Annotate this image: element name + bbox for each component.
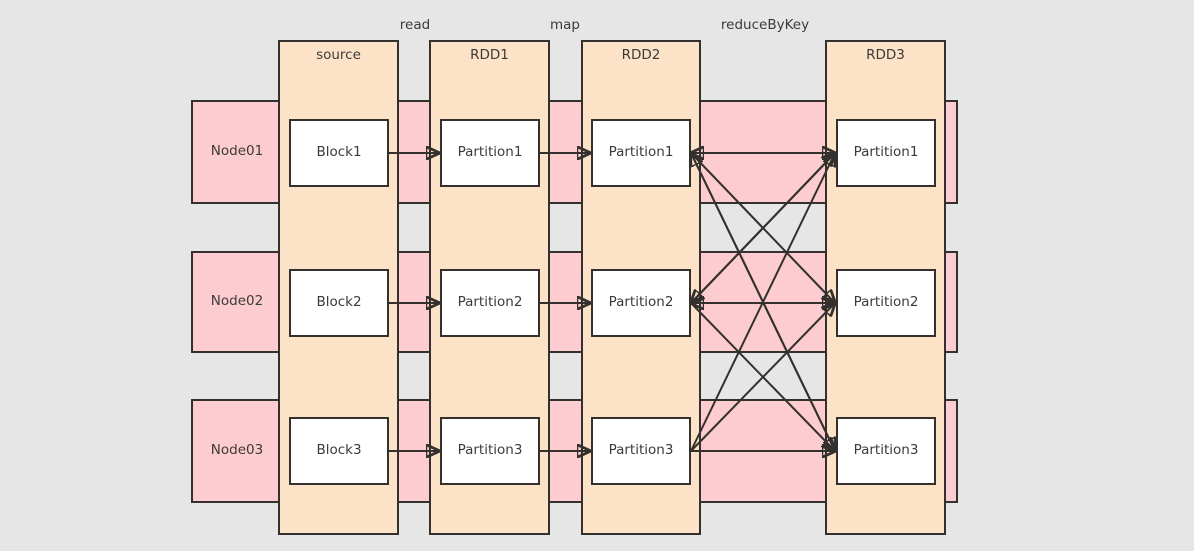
column-title: source: [316, 47, 361, 63]
node-label: Node02: [210, 293, 264, 310]
node-label: Node01: [210, 143, 264, 160]
node-label: Node03: [210, 442, 264, 459]
item-box[interactable]: Partition3: [836, 417, 936, 485]
item-box[interactable]: Partition2: [836, 269, 936, 337]
item-box[interactable]: Partition2: [440, 269, 540, 337]
item-box[interactable]: Partition3: [440, 417, 540, 485]
item-box[interactable]: Block3: [289, 417, 389, 485]
item-box[interactable]: Partition2: [591, 269, 691, 337]
item-box[interactable]: Partition1: [591, 119, 691, 187]
item-box[interactable]: Partition1: [440, 119, 540, 187]
transformation-label-read: read: [399, 17, 431, 33]
item-box[interactable]: Partition1: [836, 119, 936, 187]
column-title: RDD2: [621, 47, 661, 63]
transformation-label-reducebykey: reduceByKey: [720, 17, 810, 33]
item-box[interactable]: Block2: [289, 269, 389, 337]
column-title: RDD1: [470, 47, 509, 63]
item-box[interactable]: Partition3: [591, 417, 691, 485]
item-box[interactable]: Block1: [289, 119, 389, 187]
column-title: RDD3: [866, 47, 905, 63]
transformation-label-map: map: [550, 17, 580, 33]
